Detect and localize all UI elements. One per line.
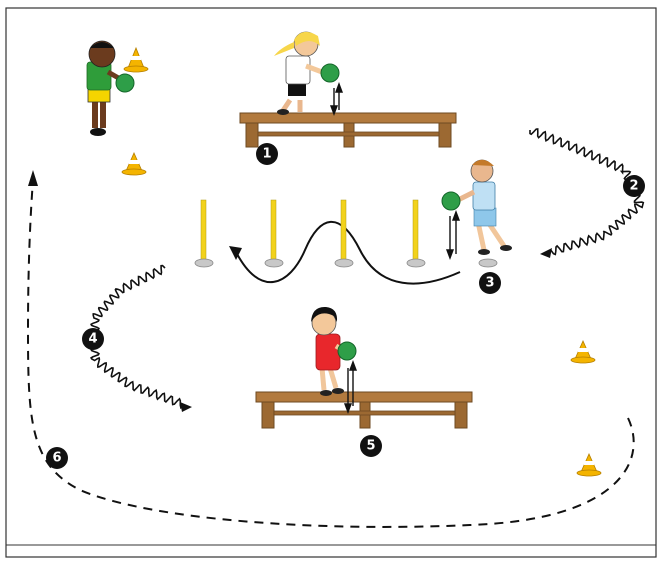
station-label-6: 6 (52, 451, 61, 466)
cone-right-bottom (576, 453, 602, 477)
pole-1 (194, 199, 214, 268)
pole-4 (406, 199, 426, 268)
station-marker-6: 6 (46, 447, 68, 469)
wiggle-arrowhead-station-2 (540, 248, 552, 258)
bounce-arrows-bottom (343, 360, 358, 414)
bench-top (239, 112, 457, 148)
station-marker-2: 2 (623, 175, 645, 197)
station-marker-1: 1 (256, 143, 278, 165)
pole-2 (264, 199, 284, 268)
dashed-run-path (26, 179, 635, 528)
station-label-2: 2 (629, 179, 638, 194)
field-frame (5, 7, 657, 558)
station-marker-4: 4 (82, 328, 104, 350)
station-marker-3: 3 (479, 272, 501, 294)
child-right (456, 159, 512, 255)
wiggle-path-station-4 (89, 264, 186, 410)
station-label-1: 1 (262, 147, 271, 162)
ball-right (441, 191, 461, 211)
bounce-arrows-right (445, 210, 461, 260)
station-label-4: 4 (88, 332, 97, 347)
station-marker-5: 5 (360, 435, 382, 457)
wiggle-arrowhead-station-4 (180, 402, 192, 412)
child-on-top-bench (274, 31, 323, 115)
cone-top-left (123, 46, 149, 73)
cone-right-middle (570, 340, 596, 364)
station-label-3: 3 (485, 276, 494, 291)
bench-bottom (255, 391, 473, 429)
station-label-5: 5 (366, 439, 375, 454)
dashed-path-arrowhead (28, 170, 38, 186)
slalom-arrowhead (229, 246, 242, 260)
ball-top-left (115, 73, 135, 93)
slalom-path (234, 220, 461, 285)
bounce-arrows-top (329, 82, 344, 116)
ball-top-bench (320, 63, 340, 83)
cone-left (121, 152, 147, 176)
pole-5 (478, 258, 498, 268)
ball-bottom-bench (337, 341, 357, 361)
child-top-left (86, 40, 124, 136)
pole-3 (334, 199, 354, 268)
